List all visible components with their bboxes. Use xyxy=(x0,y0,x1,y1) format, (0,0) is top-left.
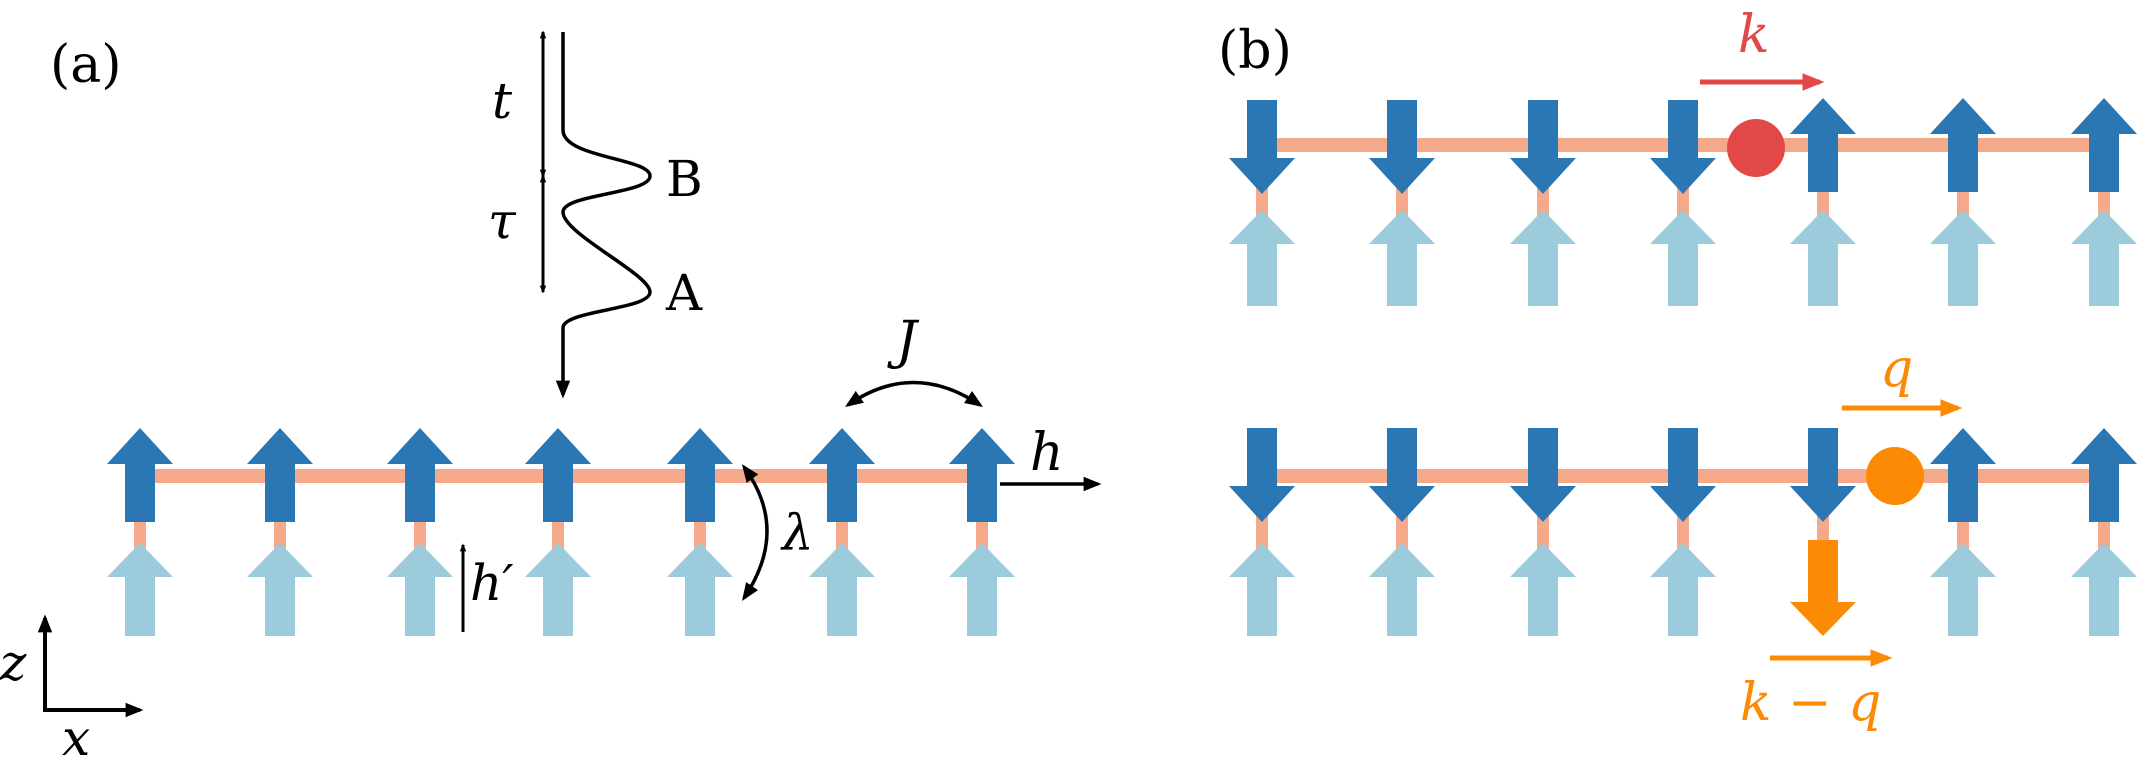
upper-spin-down-icon xyxy=(1510,428,1576,522)
lower-spin-up-icon xyxy=(667,543,733,636)
upper-spin-up-icon xyxy=(2071,428,2137,522)
panel-b-label: (b) xyxy=(1218,21,1292,81)
label-pulse-A: A xyxy=(665,264,703,322)
label-z-axis: z xyxy=(0,634,27,692)
upper-spin-down-icon xyxy=(1229,428,1295,522)
upper-spin-down-icon xyxy=(1790,428,1856,522)
panel-b: (b) k q k − q xyxy=(1218,5,2137,733)
label-k-minus-q: k − q xyxy=(1740,673,1881,733)
upper-spin-up-icon xyxy=(809,428,875,522)
spin-chain-a xyxy=(107,428,1015,636)
lower-spin-up-icon xyxy=(1229,543,1295,636)
upper-spin-down-icon xyxy=(1369,428,1435,522)
lower-spin-up-icon xyxy=(1369,543,1435,636)
label-h-prime: h′ xyxy=(470,554,514,612)
pulse-sequence: t τ B A xyxy=(488,30,703,399)
pulse-waveform xyxy=(555,32,652,399)
lower-spin-up-icon xyxy=(2071,210,2137,306)
upper-spin-up-icon xyxy=(525,428,591,522)
lower-spin-up-icon xyxy=(949,543,1015,636)
upper-spin-up-icon xyxy=(107,428,173,522)
lower-spin-up-icon xyxy=(1510,210,1576,306)
J-coupling-arrow xyxy=(845,380,983,408)
upper-spin-up-icon xyxy=(1790,98,1856,192)
lower-spin-up-icon xyxy=(809,543,875,636)
upper-spin-up-icon xyxy=(247,428,313,522)
label-x-axis: x xyxy=(62,709,90,761)
lower-spin-up-icon xyxy=(1369,210,1435,306)
upper-spin-down-icon xyxy=(1369,100,1435,194)
upper-spin-down-icon xyxy=(1510,100,1576,194)
upper-spin-up-icon xyxy=(949,428,1015,522)
lower-spin-up-icon xyxy=(1930,210,1996,306)
lower-spin-up-icon xyxy=(1229,210,1295,306)
label-k: k xyxy=(1738,5,1770,65)
panel-a-label: (a) xyxy=(50,35,122,95)
upper-spin-up-icon xyxy=(387,428,453,522)
label-J: J xyxy=(887,311,920,371)
lower-spin-up-icon xyxy=(1650,210,1716,306)
upper-spin-down-icon xyxy=(1650,428,1716,522)
domain-wall-q xyxy=(1866,447,1924,505)
label-h: h xyxy=(1030,423,1064,483)
spin-chain-b-bottom xyxy=(1229,428,2137,636)
lower-spin-down-icon xyxy=(1790,540,1856,636)
upper-spin-up-icon xyxy=(1930,98,1996,192)
lambda-coupling-arrow xyxy=(741,464,769,601)
label-t: t xyxy=(492,72,513,130)
lower-spin-up-icon xyxy=(525,543,591,636)
upper-spin-up-icon xyxy=(667,428,733,522)
upper-spin-up-icon xyxy=(2071,98,2137,192)
domain-wall-k xyxy=(1727,119,1785,177)
upper-spin-down-icon xyxy=(1650,100,1716,194)
lower-spin-up-icon xyxy=(1510,543,1576,636)
spin-chain-b-top xyxy=(1229,98,2137,306)
coordinate-axes: z x xyxy=(0,614,144,761)
label-pulse-B: B xyxy=(666,150,703,208)
label-q: q xyxy=(1880,339,1913,399)
upper-spin-up-icon xyxy=(1930,428,1996,522)
lower-spin-up-icon xyxy=(2071,543,2137,636)
lower-spin-up-icon xyxy=(247,543,313,636)
panel-a: (a) t τ B A J h λ h′ z x xyxy=(0,30,1102,761)
lower-spin-up-icon xyxy=(387,543,453,636)
label-tau: τ xyxy=(488,192,517,250)
upper-spin-down-icon xyxy=(1229,100,1295,194)
lower-spin-up-icon xyxy=(107,543,173,636)
lower-spin-up-icon xyxy=(1930,543,1996,636)
lower-spin-up-icon xyxy=(1790,210,1856,306)
label-lambda: λ xyxy=(780,504,814,562)
lower-spin-up-icon xyxy=(1650,543,1716,636)
